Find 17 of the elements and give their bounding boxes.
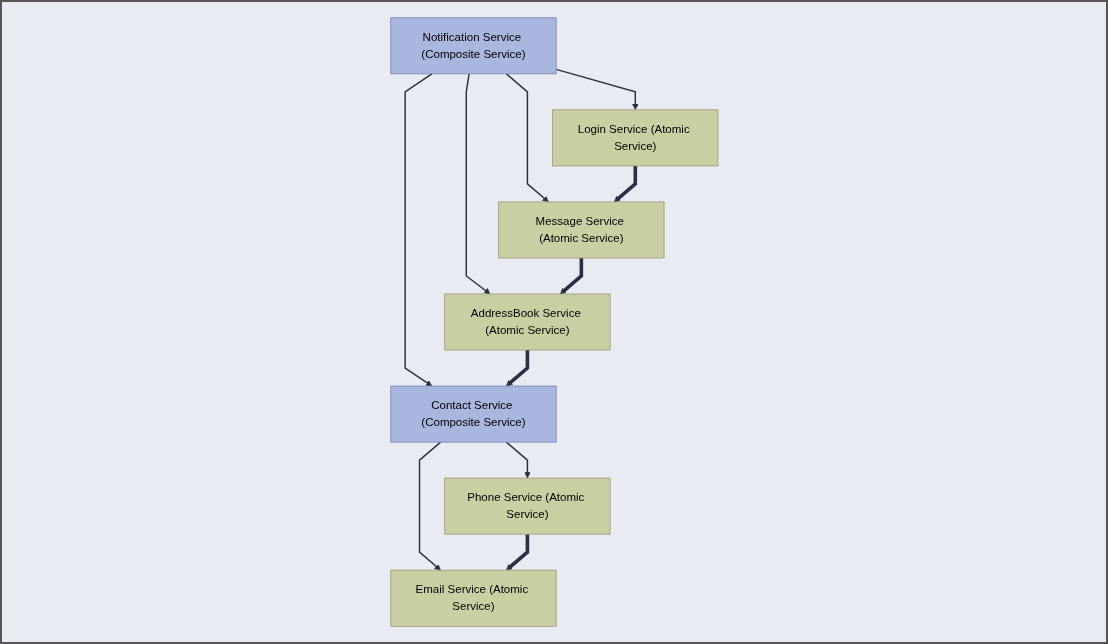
node-box: Notification Service (Composite Service) xyxy=(390,17,557,75)
arrow xyxy=(613,165,637,203)
arrow xyxy=(465,73,491,295)
node-box: Login Service (Atomic Service) xyxy=(551,109,718,167)
arrow xyxy=(505,350,529,387)
node-box: Contact Service (Composite Service) xyxy=(390,385,557,443)
node-box: Phone Service (Atomic Service) xyxy=(443,477,611,535)
node-box: Message Service (Atomic Service) xyxy=(497,201,665,259)
arrow xyxy=(505,73,549,203)
arrow xyxy=(559,258,583,295)
arrow xyxy=(505,534,529,571)
node-box: Email Service (Atomic Service) xyxy=(390,569,557,627)
arrow xyxy=(555,68,639,111)
arrow xyxy=(505,441,531,479)
node-box: AddressBook Service (Atomic Service) xyxy=(443,293,611,351)
arrow xyxy=(418,441,441,571)
arrow xyxy=(404,73,433,387)
